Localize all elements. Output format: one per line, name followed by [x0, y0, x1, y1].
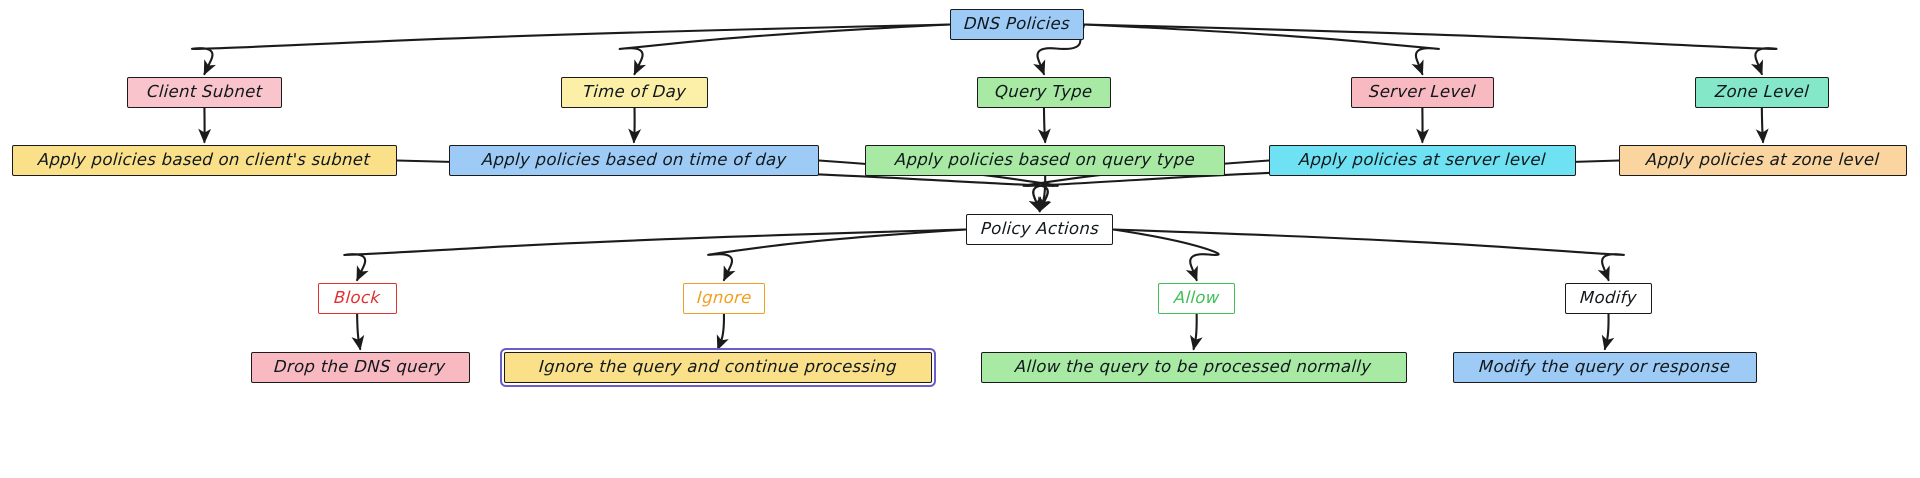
node-label: Server Level [1368, 82, 1477, 102]
edge-query_type-to-query_desc [1037, 106, 1051, 144]
node-label: Apply policies at zone level [1645, 150, 1881, 170]
node-label: Apply policies based on query type [894, 150, 1196, 170]
edge-dns_policies-to-time_of_day [618, 23, 952, 76]
edge-policy_actions-to-block [343, 228, 968, 282]
node-label: Allow [1173, 288, 1221, 308]
edge-policy_actions-to-ignore [707, 228, 968, 282]
node-label: Modify [1579, 288, 1638, 308]
node-modify_desc[interactable]: Modify the query or response [1452, 352, 1757, 383]
node-label: Time of Day [582, 82, 687, 102]
node-label: Client Subnet [146, 82, 263, 102]
node-label: Drop the DNS query [273, 357, 447, 377]
node-time_of_day[interactable]: Time of Day [560, 77, 709, 108]
node-label: Query Type [994, 82, 1094, 102]
node-dns_policies[interactable]: DNS Policies [950, 9, 1085, 40]
edge-policy_actions-to-modify [1112, 228, 1625, 282]
node-allow[interactable]: Allow [1158, 283, 1235, 314]
node-zone_level[interactable]: Zone Level [1694, 77, 1829, 108]
node-allow_desc[interactable]: Allow the query to be processed normally [980, 352, 1407, 383]
node-label: Apply policies based on client's subnet [37, 150, 372, 170]
edge-time_of_day-to-time_desc [628, 106, 642, 144]
node-block[interactable]: Block [317, 283, 397, 314]
node-query_desc[interactable]: Apply policies based on query type [865, 145, 1226, 176]
node-time_desc[interactable]: Apply policies based on time of day [448, 145, 819, 176]
node-server_level[interactable]: Server Level [1350, 77, 1495, 108]
node-client_subnet[interactable]: Client Subnet [126, 77, 283, 108]
node-label: Policy Actions [980, 219, 1100, 239]
node-label: Apply policies based on time of day [480, 150, 787, 170]
node-label: DNS Policies [963, 14, 1071, 34]
edge-dns_policies-to-zone_level [1083, 23, 1778, 76]
edge-zone_level-to-zone_desc [1755, 106, 1769, 144]
node-block_desc[interactable]: Drop the DNS query [250, 352, 470, 383]
node-label: Ignore [696, 288, 752, 308]
edge-modify-to-modify_desc [1601, 312, 1615, 351]
node-label: Block [333, 288, 381, 308]
node-policy_actions[interactable]: Policy Actions [966, 214, 1114, 245]
node-label: Allow the query to be processed normally [1014, 357, 1373, 377]
edge-dns_policies-to-client_subnet [191, 23, 952, 76]
node-server_desc[interactable]: Apply policies at server level [1269, 145, 1576, 176]
node-query_type[interactable]: Query Type [977, 77, 1111, 108]
edge-block-to-block_desc [351, 312, 365, 351]
edge-allow-to-allow_desc [1189, 312, 1203, 351]
node-modify[interactable]: Modify [1564, 283, 1653, 314]
edge-policy_actions-to-allow [1112, 228, 1220, 282]
node-label: Ignore the query and continue processing [538, 357, 898, 377]
node-zone_desc[interactable]: Apply policies at zone level [1619, 145, 1907, 176]
node-label: Modify the query or response [1478, 357, 1732, 377]
node-label: Zone Level [1714, 82, 1810, 102]
edge-dns_policies-to-server_level [1083, 23, 1440, 76]
node-ignore_desc[interactable]: Ignore the query and continue processing [499, 348, 937, 387]
edge-query_desc-to-policy_actions [1038, 174, 1051, 213]
edge-ignore-to-ignore_desc [716, 312, 729, 351]
node-ignore[interactable]: Ignore [682, 283, 766, 314]
node-label: Apply policies at server level [1298, 150, 1547, 170]
node-subnet_desc[interactable]: Apply policies based on client's subnet [12, 145, 397, 176]
